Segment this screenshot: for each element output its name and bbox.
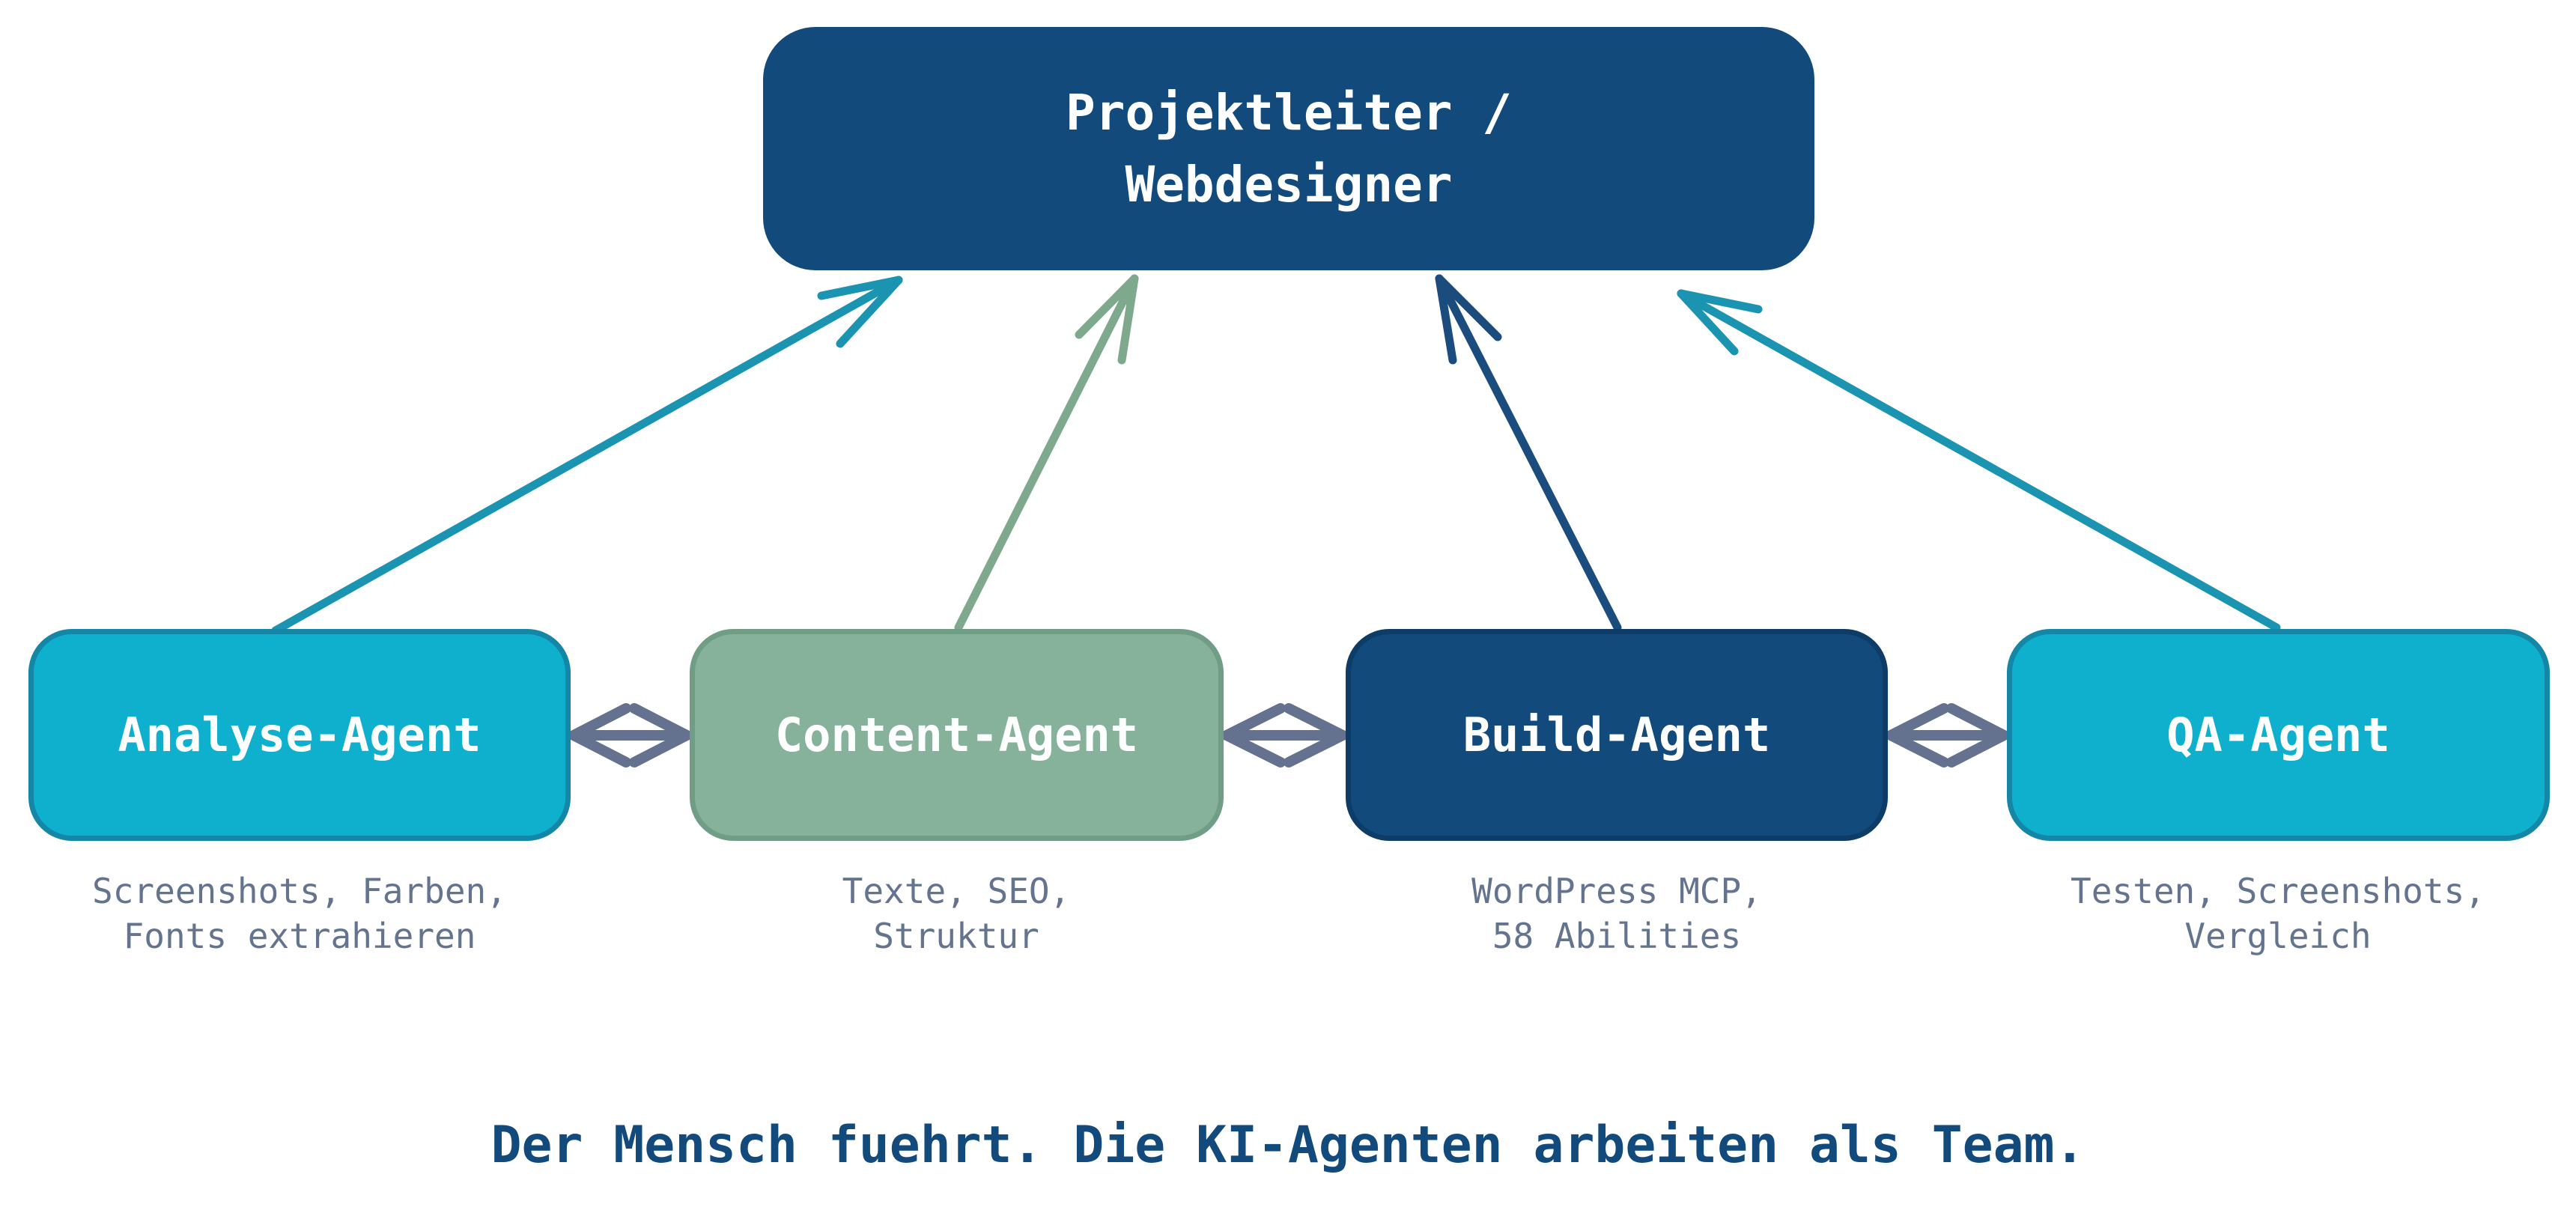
arrow-build-to-projektleiter [1435, 274, 1622, 632]
arrow-content-to-projektleiter [954, 274, 1139, 632]
arrow-analyse-to-projektleiter [271, 276, 903, 635]
connector-analyse-content [568, 703, 692, 768]
connector-build-qa [1886, 703, 2009, 768]
qa-agent-box: QA-Agent [2007, 629, 2550, 841]
analyse-agent-box: Analyse-Agent [28, 629, 571, 841]
analyse-agent-caption: Screenshots, Farben, Fonts extrahieren [92, 871, 507, 956]
build-agent-caption: WordPress MCP, 58 Abilities [1471, 871, 1762, 956]
content-agent-box: Content-Agent [690, 629, 1224, 841]
content-agent-caption: Texte, SEO, Struktur [842, 871, 1071, 956]
arrow-qa-to-projektleiter [1677, 289, 2281, 632]
connector-content-build [1221, 703, 1348, 768]
build-agent-box: Build-Agent [1346, 629, 1888, 841]
qa-agent-caption: Testen, Screenshots, Vergleich [2071, 871, 2485, 956]
projektleiter-webdesigner-box: Projektleiter / Webdesigner [763, 27, 1814, 270]
tagline-text: Der Mensch fuehrt. Die KI-Agenten arbeit… [490, 1116, 2086, 1175]
